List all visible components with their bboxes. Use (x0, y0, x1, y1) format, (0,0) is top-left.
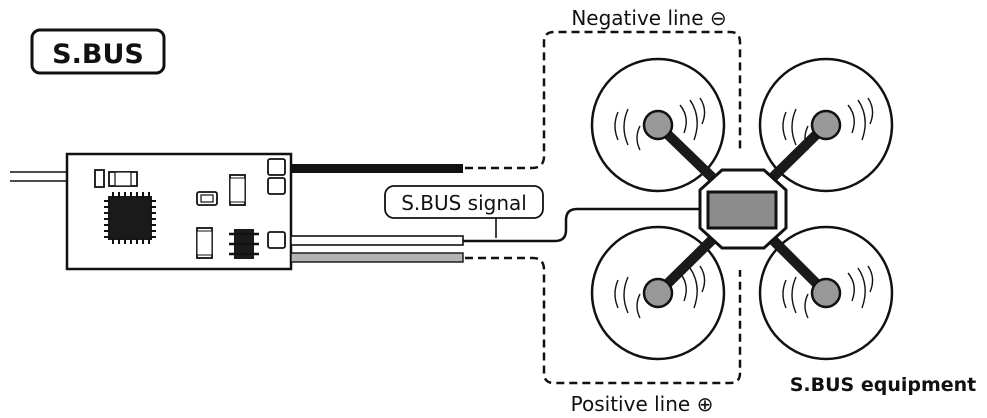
propeller-top-right (758, 57, 894, 193)
signal-wire (290, 235, 464, 246)
flight-controller (698, 168, 788, 250)
connector-pad-1 (267, 158, 286, 176)
antenna-wires (10, 171, 68, 182)
receiver-board (65, 152, 293, 271)
negative-line-label: Negative line ⊖ (571, 6, 726, 30)
regulator-chip (229, 229, 259, 259)
propeller-bottom-right (758, 225, 894, 361)
signal-label-text: S.BUS signal (401, 191, 527, 215)
propeller-bottom-left (590, 225, 726, 361)
negative-dashed-line (465, 30, 742, 170)
connector-pad-2 (267, 177, 286, 195)
positive-dashed-line (465, 256, 742, 385)
connector-pad-3 (267, 231, 286, 249)
main-chip (104, 192, 156, 244)
positive-wire (290, 252, 464, 263)
equipment-label: S.BUS equipment (790, 374, 977, 396)
controller-display (706, 190, 778, 230)
led-component (94, 169, 105, 188)
crystal-component (196, 191, 218, 206)
sbus-title-text: S.BUS (52, 39, 144, 70)
propeller-top-left (590, 57, 726, 193)
signal-label: S.BUS signal (384, 185, 544, 219)
negative-wire (291, 164, 463, 173)
signal-line (463, 207, 708, 243)
sbus-title-badge: S.BUS (30, 28, 166, 75)
positive-line-label: Positive line ⊕ (571, 392, 714, 416)
